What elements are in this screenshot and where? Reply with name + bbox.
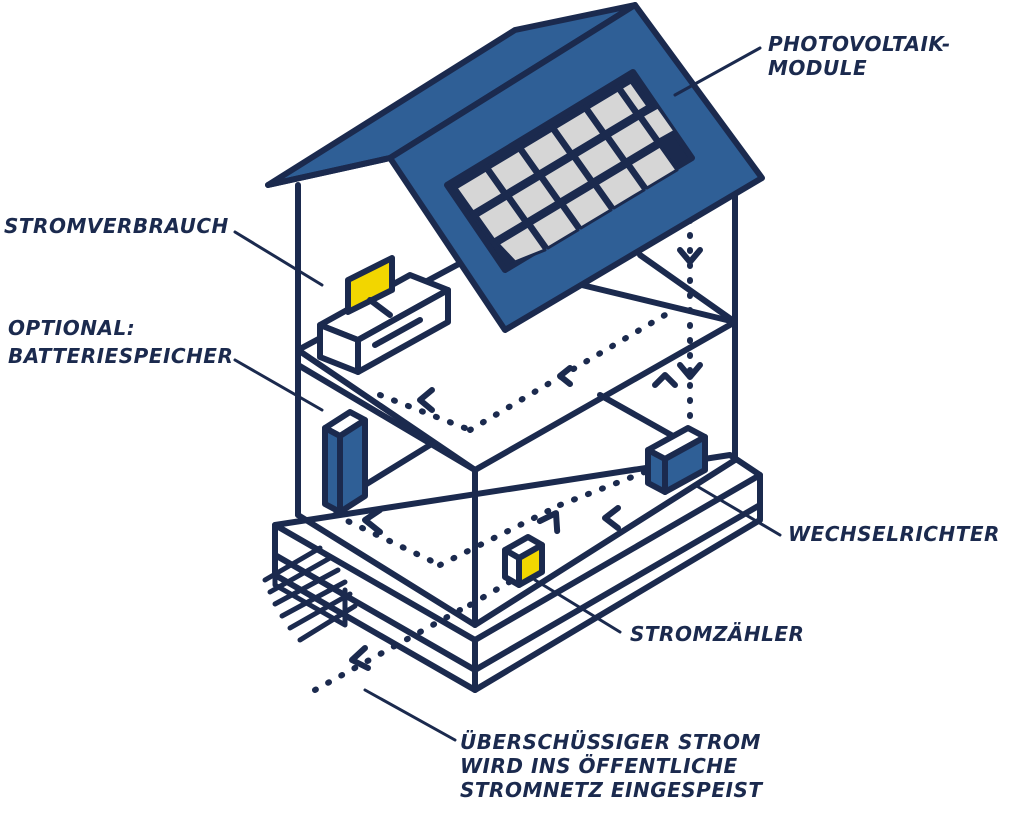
optional-label-line1: OPTIONAL:	[8, 316, 136, 340]
einspeisung-label-line3: STROMNETZ EINGESPEIST	[460, 778, 763, 802]
wechselrichter-label-text: WECHSELRICHTER	[788, 522, 1000, 546]
stromverbrauch-label-text: STROMVERBRAUCH	[4, 214, 229, 238]
stromzaehler-meter	[502, 534, 545, 588]
stromzaehler-label: STROMZÄHLER	[630, 622, 804, 646]
tv-consumer-device	[317, 255, 451, 375]
photovoltaik-label-line1: PHOTOVOLTAIK-	[768, 32, 951, 56]
wechselrichter-inverter	[645, 425, 708, 495]
einspeisung-label-line1: ÜBERSCHÜSSIGER STROM	[460, 730, 761, 754]
wechselrichter-label: WECHSELRICHTER	[788, 522, 1000, 546]
photovoltaik-label: PHOTOVOLTAIK- MODULE	[768, 32, 951, 80]
batteriespeicher-label: OPTIONAL: BATTERIESPEICHER	[8, 314, 233, 370]
entrance-stairs	[262, 545, 358, 643]
optional-label-line2: BATTERIESPEICHER	[8, 344, 234, 368]
flow-arrows	[349, 247, 703, 671]
photovoltaik-panels	[444, 69, 695, 273]
einspeisung-label: ÜBERSCHÜSSIGER STROM WIRD INS ÖFFENTLICH…	[460, 730, 763, 802]
battery-storage	[322, 409, 368, 515]
stromverbrauch-label: STROMVERBRAUCH	[4, 214, 229, 238]
stromzaehler-label-text: STROMZÄHLER	[630, 622, 805, 646]
photovoltaik-label-line2: MODULE	[768, 56, 868, 80]
callout-lines	[233, 46, 782, 742]
einspeisung-label-line2: WIRD INS ÖFFENTLICHE	[460, 754, 738, 778]
